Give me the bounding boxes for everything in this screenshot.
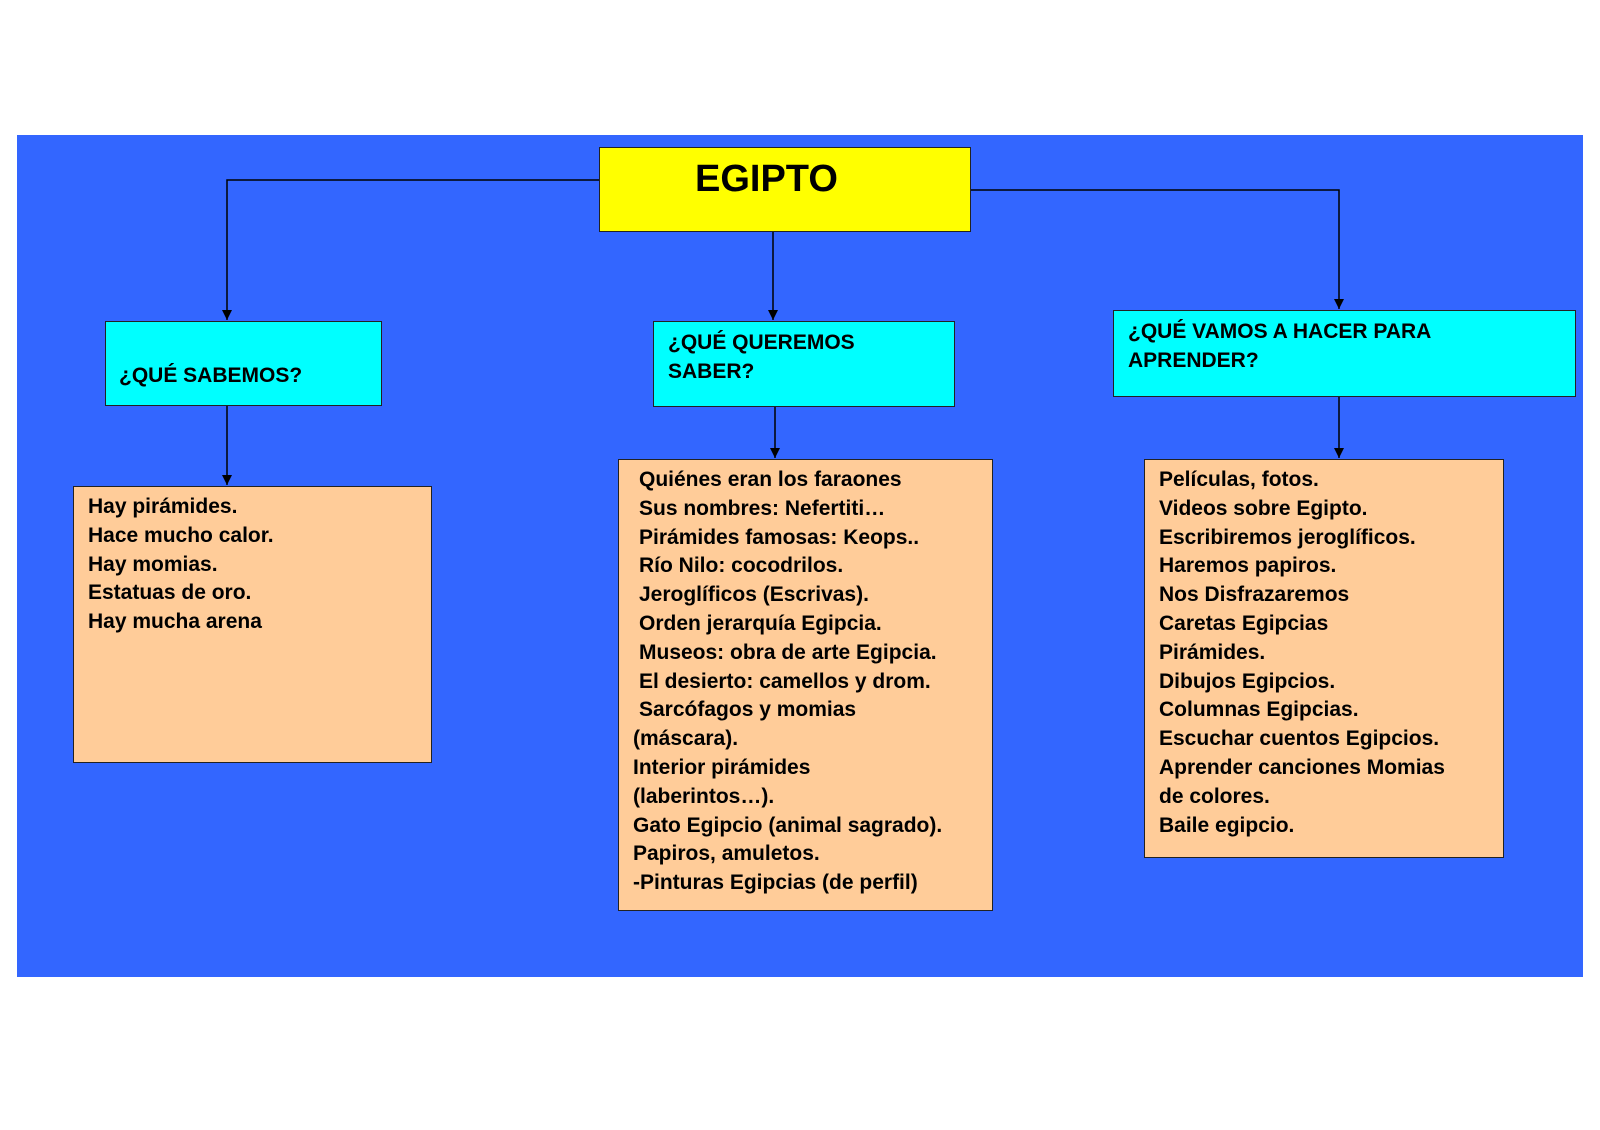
list-item: Museos: obra de arte Egipcia. bbox=[639, 640, 937, 664]
list-item: Jeroglíficos (Escrivas). bbox=[639, 583, 869, 607]
list-item: Papiros, amuletos. bbox=[633, 842, 820, 866]
list-item: El desierto: camellos y drom. bbox=[639, 669, 931, 693]
list-item: Nos Disfrazaremos bbox=[1159, 583, 1350, 607]
list-item: Dibujos Egipcios. bbox=[1159, 669, 1336, 693]
question-node-que-sabemos: ¿QUÉ SABEMOS? bbox=[105, 321, 382, 406]
answers-node-que-sabemos: Hay pirámides. Hace mucho calor. Hay momia… bbox=[73, 486, 432, 763]
list-item: Películas, fotos. bbox=[1159, 468, 1319, 491]
list-item: Columnas Egipcias. bbox=[1159, 698, 1359, 722]
list-item: Sarcófagos y momias bbox=[639, 698, 857, 722]
list-item: (máscara). bbox=[633, 727, 739, 751]
list-item: Pirámides famosas: Keops.. bbox=[639, 525, 920, 549]
list-item: de colores. bbox=[1159, 784, 1270, 808]
root-label: EGIPTO bbox=[695, 158, 838, 200]
list-item: Aprender canciones Momias bbox=[1159, 755, 1445, 779]
list-item: Haremos papiros. bbox=[1159, 554, 1337, 578]
list-item: Orden jerarquía Egipcia. bbox=[639, 611, 882, 635]
list-item: Hay pirámides. bbox=[88, 495, 238, 518]
list-item: Hace mucho calor. bbox=[88, 523, 274, 547]
list-item: Estatuas de oro. bbox=[88, 581, 252, 605]
list-item: Hay mucha arena bbox=[88, 610, 262, 634]
list-item: (laberintos…). bbox=[633, 784, 775, 808]
answers-list: Hay pirámides. Hace mucho calor. Hay momia… bbox=[88, 493, 274, 637]
list-item: Sus nombres: Nefertiti… bbox=[639, 496, 886, 520]
list-item: Río Nilo: cocodrilos. bbox=[639, 554, 844, 578]
list-item: -Pinturas Egipcias (de perfil) bbox=[633, 871, 918, 895]
answers-list: Películas, fotos. Videos sobre Egipto. Esc… bbox=[1159, 466, 1445, 840]
list-item: Escuchar cuentos Egipcios. bbox=[1159, 727, 1440, 751]
root-node: EGIPTO bbox=[599, 147, 971, 232]
list-item: Caretas Egipcias bbox=[1159, 611, 1329, 635]
connector-root-to-q1 bbox=[222, 179, 599, 320]
list-item: Gato Egipcio (animal sagrado). bbox=[633, 813, 943, 837]
list-item: Escribiremos jeroglíficos. bbox=[1159, 525, 1416, 549]
list-item: Pirámides. bbox=[1159, 640, 1266, 664]
list-item: Quiénes eran los faraones bbox=[639, 468, 902, 491]
question-label: ¿QUÉ SABEMOS? bbox=[119, 364, 303, 387]
list-item: Hay momias. bbox=[88, 552, 218, 576]
connector-root-to-q3 bbox=[971, 189, 1344, 309]
answers-node-que-vamos-a-hacer: Películas, fotos. Videos sobre Egipto. Esc… bbox=[1144, 459, 1504, 858]
list-item: Videos sobre Egipto. bbox=[1159, 496, 1368, 520]
list-item: Interior pirámides bbox=[633, 755, 811, 779]
list-item: Baile egipcio. bbox=[1159, 813, 1295, 837]
